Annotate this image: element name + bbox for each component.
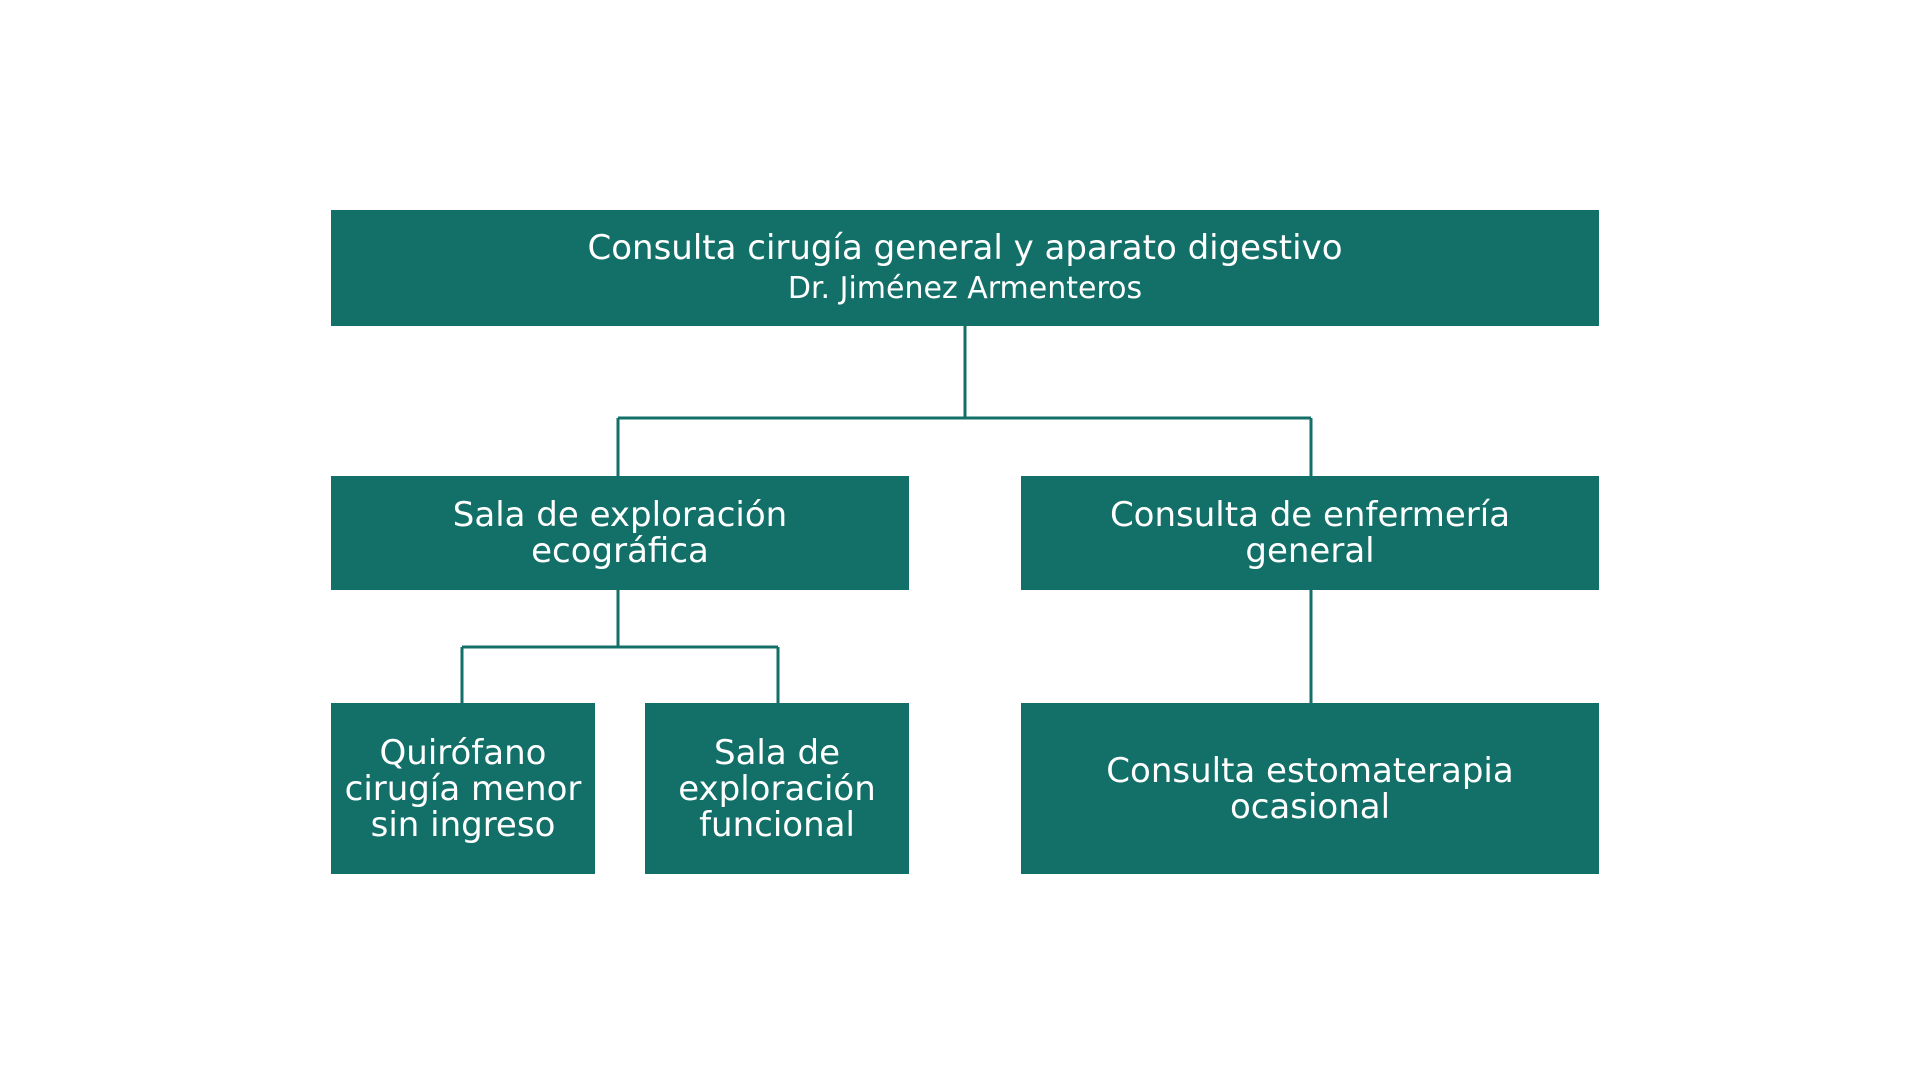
node-label-line: exploración [678,768,876,809]
node-label-line: Sala de [713,732,840,773]
node-label-line: general [1245,531,1375,571]
node-label-line: Consulta estomaterapia [1106,750,1514,791]
node-consulta-cirugia-general: Consulta cirugía general y aparato diges… [331,210,1599,326]
node-label-line: ecográfica [531,531,709,571]
node-root-title: Consulta cirugía general y aparato diges… [587,228,1343,268]
node-quirofano-cirugia-menor: Quirófano cirugía menor sin ingreso [331,703,595,874]
node-label-line: ocasional [1229,786,1391,827]
node-consulta-estomaterapia: Consulta estomaterapia ocasional [1021,703,1599,874]
node-label-line: sin ingreso [370,804,556,845]
node-root-subtitle: Dr. Jiménez Armenteros [787,271,1143,306]
node-label-line: cirugía menor [344,768,582,809]
node-label-line: funcional [699,804,855,845]
node-sala-exploracion-ecografica: Sala de exploración ecográfica [331,476,909,590]
node-sala-exploracion-funcional: Sala de exploración funcional [645,703,909,874]
node-label-line: Quirófano [379,732,547,773]
node-consulta-enfermeria-general: Consulta de enfermería general [1021,476,1599,590]
node-label-line: Sala de exploración [452,495,788,535]
node-label-line: Consulta de enfermería [1109,495,1511,535]
